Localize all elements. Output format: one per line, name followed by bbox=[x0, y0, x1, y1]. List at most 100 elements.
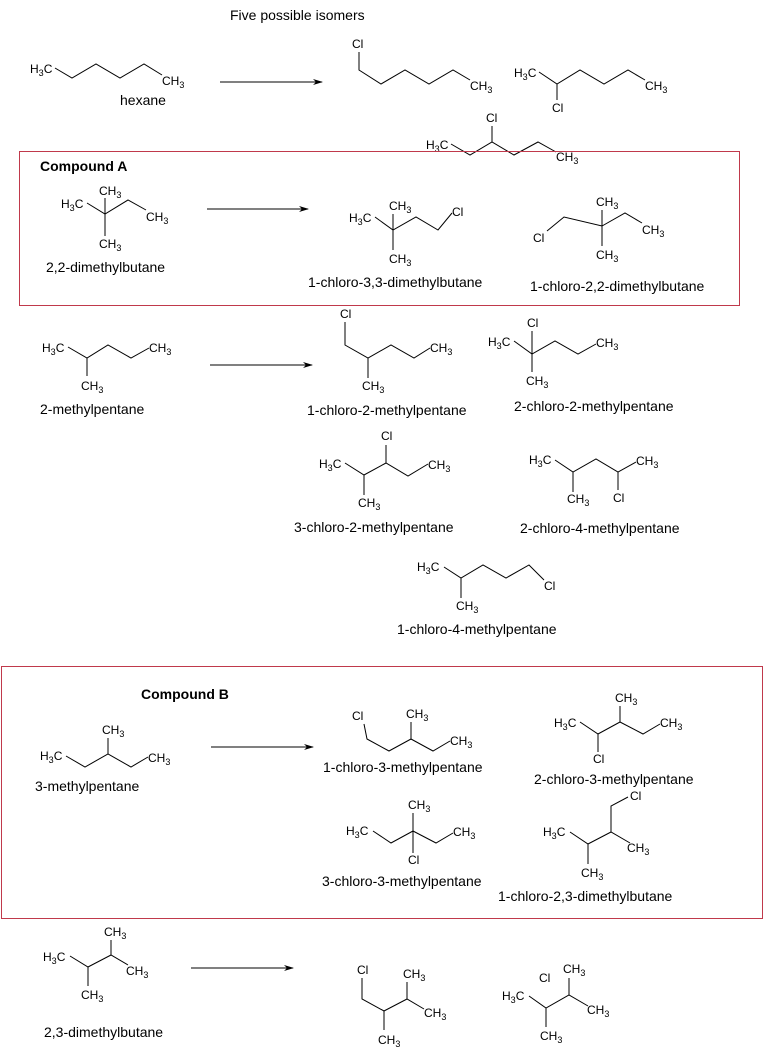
atom-ch3: CH3 bbox=[627, 841, 649, 857]
atom-cl: Cl bbox=[613, 491, 624, 505]
atom-cl: Cl bbox=[357, 963, 368, 977]
atom-ch3: CH3 bbox=[567, 492, 589, 508]
carbon-chain bbox=[358, 52, 471, 85]
product-name: 1-chloro-2,2-dimethylbutane bbox=[530, 278, 705, 294]
atom-h3c: H3C bbox=[488, 335, 511, 351]
carbon-chain bbox=[361, 978, 425, 1012]
atom-h3c: H3C bbox=[514, 66, 537, 82]
product-name: 1-chloro-4-methylpentane bbox=[397, 621, 557, 637]
product-structure: H3C CH3 CH3 Cl bbox=[529, 453, 658, 508]
product-name: 1-chloro-2-methylpentane bbox=[307, 402, 467, 418]
atom-ch3: CH3 bbox=[453, 825, 475, 841]
carbon-chain bbox=[374, 212, 453, 231]
atom-cl: Cl bbox=[340, 307, 351, 321]
atom-ch3: CH3 bbox=[149, 341, 171, 357]
atom-ch3: CH3 bbox=[104, 925, 126, 941]
atom-cl: Cl bbox=[352, 709, 363, 723]
atom-cl: Cl bbox=[539, 971, 550, 985]
product-structure: Cl H3C CH3 CH3 bbox=[488, 316, 618, 390]
atom-ch3: CH3 bbox=[456, 599, 478, 615]
isomer-structure: Cl CH3 bbox=[352, 37, 492, 95]
isomer-structure: H3C Cl CH3 bbox=[514, 66, 667, 115]
atom-ch3: CH3 bbox=[430, 341, 452, 357]
atom-ch3: CH3 bbox=[642, 223, 664, 239]
atom-ch3: CH3 bbox=[146, 210, 168, 226]
carbon-chain bbox=[54, 63, 163, 79]
atom-h3c: H3C bbox=[349, 211, 372, 227]
atom-ch3: CH3 bbox=[596, 195, 618, 211]
atom-h3c: H3C bbox=[543, 825, 566, 841]
carbon-chain bbox=[450, 141, 557, 156]
carbon-chain bbox=[86, 199, 147, 215]
carbon-chain bbox=[363, 723, 451, 752]
atom-ch3: CH3 bbox=[99, 184, 121, 200]
product-structure: Cl CH3 CH3 CH3 bbox=[357, 963, 446, 1049]
product-structure: Cl CH3 CH3 bbox=[340, 307, 452, 395]
atom-cl: Cl bbox=[381, 429, 392, 443]
product-structure: CH3 H3C CH3 Cl bbox=[346, 798, 475, 867]
carbon-chain bbox=[538, 69, 646, 85]
atom-ch3: CH3 bbox=[470, 79, 492, 95]
atom-cl: Cl bbox=[352, 37, 363, 51]
product-name: 3-chloro-2-methylpentane bbox=[294, 519, 454, 535]
atom-cl: Cl bbox=[486, 111, 497, 125]
carbon-chain bbox=[344, 322, 431, 359]
atom-ch3: CH3 bbox=[540, 1029, 562, 1045]
reactant-name: 2,2-dimethylbutane bbox=[46, 259, 165, 275]
atom-ch3: CH3 bbox=[660, 716, 682, 732]
product-structure: Cl CH3 H3C CH3 CH3 bbox=[502, 962, 609, 1045]
atom-cl: Cl bbox=[533, 231, 544, 245]
atom-cl: Cl bbox=[408, 853, 419, 867]
atom-ch3: CH3 bbox=[102, 723, 124, 739]
product-name: 3-chloro-3-methylpentane bbox=[322, 873, 482, 889]
atom-h3c: H3C bbox=[43, 950, 66, 966]
carbon-chain bbox=[67, 344, 150, 359]
product-name: 1-chloro-2,3-dimethylbutane bbox=[498, 888, 673, 904]
atom-ch3: CH3 bbox=[645, 79, 667, 95]
reactant-structure: CH3 H3C CH3 bbox=[40, 723, 170, 768]
atom-ch3: CH3 bbox=[563, 962, 585, 978]
reactant-name: 3-methylpentane bbox=[35, 778, 140, 794]
atom-h3c: H3C bbox=[319, 457, 342, 473]
atom-ch3: CH3 bbox=[556, 150, 578, 166]
atom-ch3: CH3 bbox=[81, 988, 103, 1004]
carbon-chain bbox=[344, 462, 429, 477]
compound-a-box bbox=[19, 151, 740, 306]
atom-cl: Cl bbox=[630, 789, 641, 803]
atom-h3c: H3C bbox=[40, 749, 63, 765]
atom-cl: Cl bbox=[552, 101, 563, 115]
carbon-chain bbox=[569, 831, 631, 845]
product-structure: Cl H3C CH3 CH3 bbox=[319, 429, 450, 512]
atom-cl: Cl bbox=[452, 205, 463, 219]
atom-ch3: CH3 bbox=[99, 237, 121, 253]
atom-cl: Cl bbox=[593, 752, 604, 766]
reactant-structure: CH3 H3C CH3 CH3 bbox=[61, 184, 168, 253]
atom-h3c: H3C bbox=[346, 824, 369, 840]
reactant-structure: H3C CH3 CH3 bbox=[42, 341, 171, 395]
reactant-name: 2,3-dimethylbutane bbox=[44, 1024, 163, 1040]
atom-ch3: CH3 bbox=[526, 374, 548, 390]
atom-ch3: CH3 bbox=[615, 691, 637, 707]
atom-ch3: CH3 bbox=[450, 734, 472, 750]
atom-ch3: CH3 bbox=[126, 964, 148, 980]
carbon-chain bbox=[69, 954, 129, 968]
carbon-chain bbox=[528, 994, 589, 1009]
atom-ch3: CH3 bbox=[403, 967, 425, 983]
atom-ch3: CH3 bbox=[596, 248, 618, 264]
atom-h3c: H3C bbox=[30, 62, 53, 78]
carbon-chain bbox=[579, 721, 661, 735]
atom-ch3: CH3 bbox=[581, 866, 603, 882]
product-structure: CH3 H3C CH3 Cl bbox=[554, 691, 682, 766]
compound-label: Compound B bbox=[141, 686, 229, 702]
reactant-name: 2-methylpentane bbox=[40, 401, 145, 417]
atom-h3c: H3C bbox=[426, 138, 449, 154]
atom-ch3: CH3 bbox=[81, 379, 103, 395]
product-name: 1-chloro-3,3-dimethylbutane bbox=[308, 274, 483, 290]
product-name: 2-chloro-4-methylpentane bbox=[520, 520, 680, 536]
product-name: 2-chloro-2-methylpentane bbox=[514, 398, 674, 414]
atom-ch3: CH3 bbox=[428, 458, 450, 474]
reactant-name: hexane bbox=[120, 92, 166, 108]
atom-h3c: H3C bbox=[502, 989, 525, 1005]
product-structure: Cl H3C CH3 CH3 bbox=[543, 789, 649, 882]
